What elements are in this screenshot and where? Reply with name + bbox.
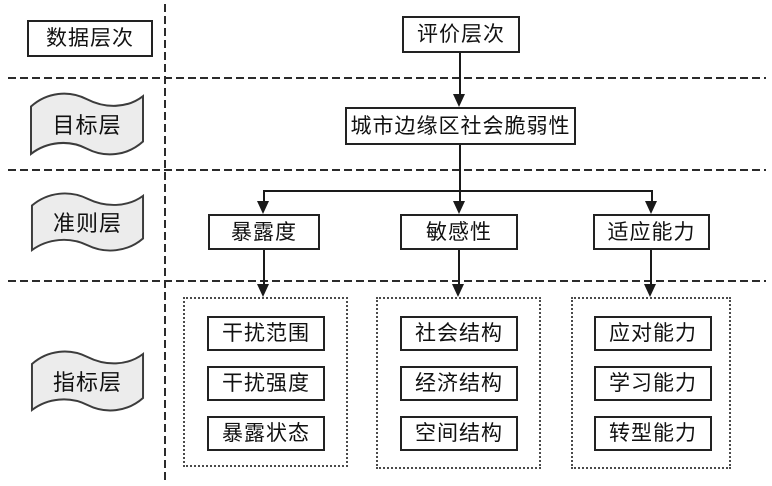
box-text: 转型能力: [609, 421, 697, 445]
layer-separator-2: [8, 169, 766, 171]
connector-sensitivity-to-indicators: [458, 250, 460, 284]
box-indicator-coping-ability: 应对能力: [594, 316, 712, 351]
connector-title-to-goal: [459, 53, 461, 95]
arrow-down-icon: [257, 284, 269, 297]
connector-adaptive-to-indicators: [650, 250, 652, 284]
box-indicator-transformation-ability: 转型能力: [594, 416, 712, 451]
box-text: 敏感性: [426, 219, 492, 244]
connector-drop-exposure: [263, 190, 265, 202]
box-criterion-exposure: 暴露度: [208, 214, 320, 250]
box-evaluation-hierarchy: 评价层次: [402, 16, 520, 53]
layer-separator-3: [8, 280, 766, 282]
wave-banner-icon: [30, 350, 145, 412]
arrow-down-icon: [453, 94, 465, 107]
arrow-down-icon: [645, 201, 657, 214]
wave-banner-icon: [30, 192, 145, 253]
box-criterion-adaptive-capacity: 适应能力: [593, 214, 710, 250]
arrow-down-icon: [644, 284, 656, 297]
box-text: 干扰强度: [222, 371, 310, 395]
box-indicator-social-structure: 社会结构: [400, 316, 518, 351]
box-criterion-sensitivity: 敏感性: [400, 214, 518, 250]
row-label-text: 数据层次: [46, 26, 134, 50]
connector-drop-sensitivity: [459, 192, 461, 202]
row-label-text: 准则层: [52, 211, 122, 236]
box-text: 应对能力: [609, 321, 697, 345]
box-indicator-disturbance-intensity: 干扰强度: [207, 366, 325, 401]
row-label-text: 目标层: [52, 113, 122, 138]
box-text: 学习能力: [609, 371, 697, 395]
arrow-down-icon: [453, 201, 465, 214]
connector-goal-stem: [459, 145, 461, 192]
box-indicator-learning-ability: 学习能力: [594, 366, 712, 401]
box-indicator-spatial-structure: 空间结构: [400, 416, 518, 451]
wave-banner-icon: [30, 92, 144, 156]
box-indicator-exposure-state: 暴露状态: [207, 416, 325, 451]
box-text: 适应能力: [607, 219, 696, 244]
row-label-text: 指标层: [52, 370, 122, 395]
box-indicator-disturbance-range: 干扰范围: [207, 316, 325, 351]
box-text: 暴露度: [231, 219, 297, 244]
arrow-down-icon: [257, 201, 269, 214]
box-text: 社会结构: [415, 321, 503, 345]
layer-separator-1: [8, 77, 766, 79]
arrow-down-icon: [452, 284, 464, 297]
connector-exposure-to-indicators: [263, 250, 265, 284]
connector-drop-adaptive: [651, 190, 653, 202]
row-label-indicator-layer: 指标层: [28, 349, 147, 413]
box-text: 城市边缘区社会脆弱性: [350, 113, 571, 138]
connector-branch-bar: [263, 190, 653, 192]
box-social-vulnerability-goal: 城市边缘区社会脆弱性: [345, 107, 576, 145]
row-label-data-hierarchy: 数据层次: [27, 20, 153, 57]
box-text: 暴露状态: [222, 421, 310, 445]
row-label-goal-layer: 目标层: [27, 91, 147, 157]
box-indicator-economic-structure: 经济结构: [400, 366, 518, 401]
row-label-criteria-layer: 准则层: [28, 191, 147, 253]
box-text: 经济结构: [415, 371, 503, 395]
box-text: 评价层次: [417, 22, 505, 46]
box-text: 干扰范围: [222, 321, 310, 345]
label-column-separator-line: [164, 4, 166, 482]
box-text: 空间结构: [415, 421, 503, 445]
